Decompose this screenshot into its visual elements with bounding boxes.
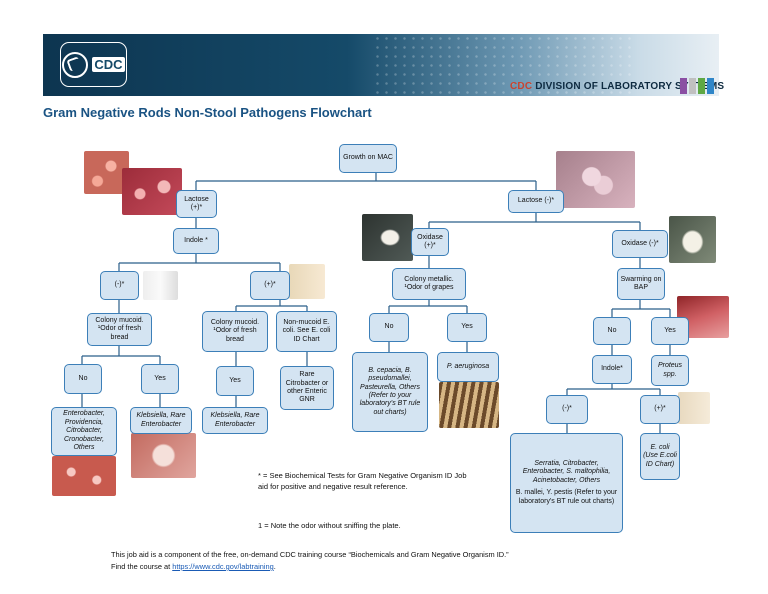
enterobacter-plate-photo xyxy=(52,456,116,496)
node-yes-4: Yes xyxy=(651,317,689,345)
node-rare-citrobacter: Rare Citrobacter or other Enteric GNR xyxy=(280,366,334,410)
node-colony-mucoid-1: Colony mucoid. ¹Odor of fresh bread xyxy=(87,313,152,346)
labtraining-link[interactable]: https://www.cdc.gov/labtraining xyxy=(172,562,274,571)
node-growth-on-mac: Growth on MAC xyxy=(339,144,397,173)
odor-note: 1 = Note the odor without sniffing the p… xyxy=(258,521,401,530)
node-enterobacter-list: Enterobacter, Providencia, Citrobacter, … xyxy=(51,407,117,456)
hhs-eagle-icon xyxy=(62,51,89,78)
footer-line-2-prefix: Find the course at xyxy=(111,562,173,571)
indole-negative-tube-photo xyxy=(143,271,178,300)
node-indole-positive: (+)* xyxy=(250,271,290,300)
node-colony-metallic: Colony metallic. ¹Odor of grapes xyxy=(392,268,466,300)
serratia-list-text: Serratia, Citrobacter, Enterobacter, S. … xyxy=(522,459,611,484)
node-indole2-negative: (-)* xyxy=(546,395,588,424)
division-prefix: CDC xyxy=(510,81,533,92)
stripe-gray xyxy=(689,78,696,94)
node-yes-3: Yes xyxy=(447,313,487,342)
node-oxidase-positive: Oxidase (+)* xyxy=(411,228,449,256)
node-indole2-positive: (+)* xyxy=(640,395,680,424)
node-no-4: No xyxy=(593,317,631,345)
indole2-positive-tube-photo xyxy=(678,392,710,424)
node-klebsiella-1: Klebsiella, Rare Enterobacter xyxy=(130,407,192,434)
node-ecoli: E. coli (Use E.coli ID Chart) xyxy=(640,433,680,480)
footer-line-1: This job aid is a component of the free,… xyxy=(111,550,509,559)
node-no-1: No xyxy=(64,364,102,394)
node-colony-mucoid-2: Colony mucoid. ¹Odor of fresh bread xyxy=(202,311,268,352)
node-oxidase-negative: Oxidase (-)* xyxy=(612,230,668,258)
footer-line-2: Find the course at https://www.cdc.gov/l… xyxy=(111,561,509,573)
node-indole-negative: (-)* xyxy=(100,271,139,300)
node-non-mucoid-ecoli: Non-mucoid E. coli. See E. coli ID Chart xyxy=(276,311,337,352)
node-yes-1: Yes xyxy=(141,364,179,394)
node-proteus: Proteus spp. xyxy=(651,355,689,386)
asterisk-note: * = See Biochemical Tests for Gram Negat… xyxy=(258,471,467,491)
stripe-purple xyxy=(680,78,687,94)
paeruginosa-plate-photo xyxy=(439,382,499,428)
bt-rule-out-text: B. mallei, Y. pestis (Refer to your labo… xyxy=(515,489,618,505)
node-yes-2: Yes xyxy=(216,366,254,396)
indole-positive-tube-photo xyxy=(289,264,325,299)
header-banner xyxy=(43,34,719,96)
division-text: DIVISION OF LABORATORY SYSTEMS xyxy=(535,81,725,92)
node-lactose-negative: Lactose (-)* xyxy=(508,190,564,213)
color-stripes xyxy=(678,78,714,94)
stripe-blue xyxy=(707,78,714,94)
footer-line-2-suffix: . xyxy=(273,562,276,571)
node-swarming-bap: Swarming on BAP xyxy=(617,268,665,300)
node-indole-2: Indole* xyxy=(592,355,632,384)
node-lactose-positive: Lactose (+)* xyxy=(176,190,217,218)
cdc-logo-text: CDC xyxy=(92,57,125,72)
node-klebsiella-2: Klebsiella, Rare Enterobacter xyxy=(202,407,268,434)
oxidase-negative-swab-photo xyxy=(669,216,716,263)
node-indole: Indole * xyxy=(173,228,219,254)
node-serratia-list: Serratia, Citrobacter, Enterobacter, S. … xyxy=(510,433,623,533)
banner-pattern xyxy=(373,34,633,96)
lactose-positive-plate-photo xyxy=(84,151,129,194)
klebsiella-plate-photo xyxy=(131,433,196,478)
page-title: Gram Negative Rods Non-Stool Pathogens F… xyxy=(43,105,372,120)
lactose-positive-plate2-photo xyxy=(122,168,182,215)
node-paeruginosa: P. aeruginosa xyxy=(437,352,499,382)
node-bcepacia-list: B. cepacia, B. pseudomallei, Pasteurella… xyxy=(352,352,428,432)
oxidase-positive-swab-photo xyxy=(362,214,413,261)
lactose-negative-plate-photo xyxy=(556,151,635,208)
footer-text: This job aid is a component of the free,… xyxy=(111,549,509,573)
stripe-green xyxy=(698,78,705,94)
cdc-logo: CDC xyxy=(60,42,127,87)
node-no-3: No xyxy=(369,313,409,342)
division-label: CDC DIVISION OF LABORATORY SYSTEMS xyxy=(510,81,724,92)
